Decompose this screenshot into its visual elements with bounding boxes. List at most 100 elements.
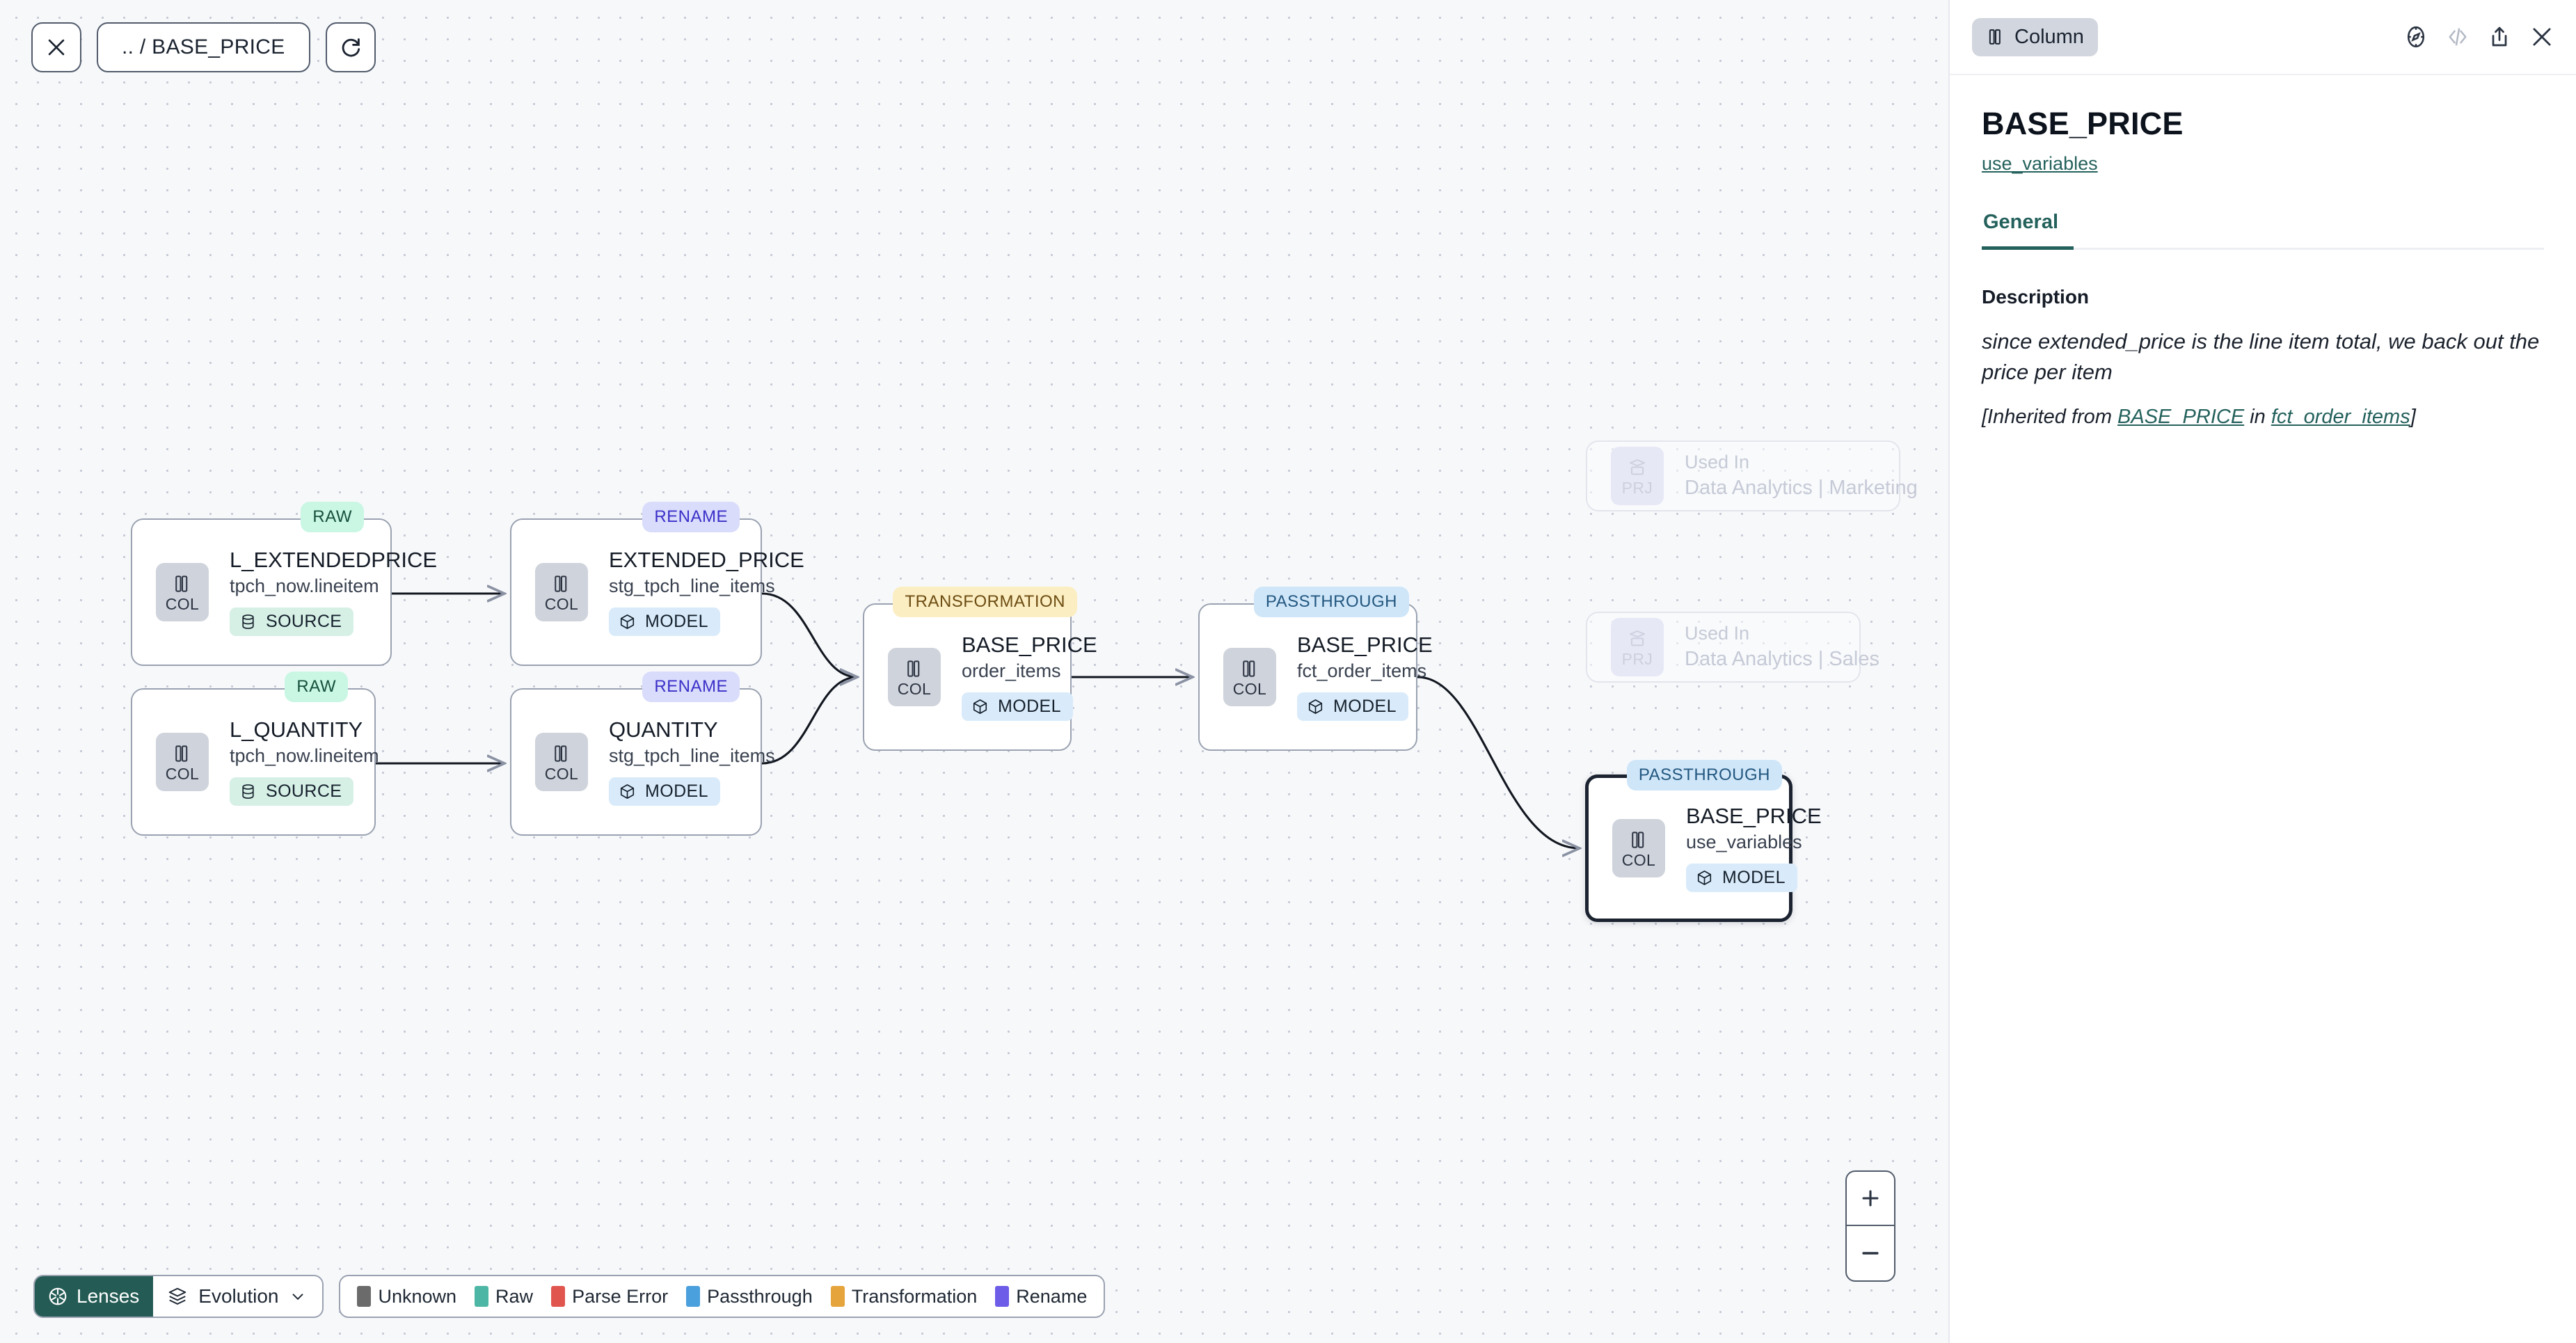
explore-button[interactable] xyxy=(2403,24,2428,49)
legend-item-raw[interactable]: Raw xyxy=(475,1286,533,1308)
node-kind-chip: COL xyxy=(156,563,209,621)
description-label: Description xyxy=(1982,286,2090,308)
column-icon xyxy=(555,575,567,592)
node-used-in-value: Data Analytics | Marketing xyxy=(1685,476,1918,499)
node-materialization-badge: MODEL xyxy=(1686,863,1797,892)
node-title: L_QUANTITY xyxy=(230,717,363,742)
details-panel: Column xyxy=(1948,0,2576,1343)
inherited-prefix: [Inherited from xyxy=(1982,406,2118,429)
node-kind-chip: COL xyxy=(1612,819,1665,877)
node-materialization-badge: MODEL xyxy=(962,692,1073,721)
legend-label: Passthrough xyxy=(707,1285,813,1307)
column-icon xyxy=(1243,660,1255,677)
view-code-button[interactable] xyxy=(2445,24,2470,49)
database-icon xyxy=(242,614,254,629)
cube-icon xyxy=(1308,699,1323,714)
node-kind-label: COL xyxy=(165,764,200,783)
node-status-tag: RENAME xyxy=(642,502,740,532)
status-legend: Unknown Raw Parse Error Passthrough Transfor… xyxy=(339,1275,1106,1318)
cube-icon xyxy=(620,784,635,799)
lenses-button[interactable]: Lenses xyxy=(35,1276,154,1317)
node-kind-chip: COL xyxy=(535,563,588,621)
inherited-column-link[interactable]: BASE_PRICE xyxy=(2117,406,2245,429)
bottom-bar: Lenses Evolution Unknown Raw Parse Error Pa… xyxy=(33,1275,1106,1318)
edge-fctorderitems-usevariables xyxy=(1417,676,1580,848)
cube-icon xyxy=(620,614,635,629)
node-materialization-badge: SOURCE xyxy=(230,607,354,636)
evolution-label: Evolution xyxy=(198,1285,279,1307)
description-text: since extended_price is the line item to… xyxy=(1982,329,2540,385)
inherited-model-link[interactable]: fct_order_items xyxy=(2271,406,2410,429)
refresh-icon xyxy=(342,38,360,57)
node-materialization-badge: MODEL xyxy=(609,777,720,806)
entity-type-chip[interactable]: Column xyxy=(1972,17,2098,56)
legend-item-parse-error[interactable]: Parse Error xyxy=(551,1286,668,1308)
node-status-tag: PASSTHROUGH xyxy=(1253,587,1409,617)
cube-icon xyxy=(973,699,987,714)
node-title: L_EXTENDEDPRICE xyxy=(230,548,438,573)
node-materialization-label: MODEL xyxy=(1722,867,1786,887)
panel-body: BASE_PRICE use_variables General Descrip… xyxy=(1950,75,2576,429)
legend-item-transformation[interactable]: Transformation xyxy=(830,1286,977,1308)
node-kind-label: COL xyxy=(1232,679,1267,698)
inherited-suffix: ] xyxy=(2410,406,2416,429)
parent-model-link[interactable]: use_variables xyxy=(1982,153,2098,174)
breadcrumb-button[interactable]: .. / BASE_PRICE xyxy=(97,22,310,72)
node-subtitle: tpch_now.lineitem xyxy=(230,575,379,597)
zoom-in-button[interactable] xyxy=(1847,1172,1894,1226)
legend-item-passthrough[interactable]: Passthrough xyxy=(686,1286,813,1308)
node-kind-label: COL xyxy=(165,594,200,613)
node-used-in-label: Used In xyxy=(1685,623,1750,644)
entity-type-label: Column xyxy=(2014,25,2084,48)
legend-item-unknown[interactable]: Unknown xyxy=(357,1286,456,1308)
node-kind-label: COL xyxy=(544,764,579,783)
legend-item-rename[interactable]: Rename xyxy=(995,1286,1087,1308)
compass-icon xyxy=(2407,26,2425,48)
plus-icon xyxy=(1862,1190,1879,1207)
node-materialization-label: MODEL xyxy=(998,696,1061,716)
share-icon xyxy=(2492,26,2507,47)
node-kind-label: PRJ xyxy=(1621,478,1653,497)
node-materialization-badge: SOURCE xyxy=(230,777,354,806)
node-kind-label: COL xyxy=(1621,850,1656,869)
legend-label: Parse Error xyxy=(572,1285,669,1307)
close-graph-button[interactable] xyxy=(31,22,81,72)
code-icon xyxy=(2449,28,2467,46)
legend-swatch xyxy=(830,1286,845,1307)
node-title: BASE_PRICE xyxy=(1297,633,1433,658)
node-kind-label: COL xyxy=(897,679,932,698)
zoom-out-button[interactable] xyxy=(1847,1226,1894,1280)
aperture-icon xyxy=(49,1287,67,1305)
node-materialization-label: MODEL xyxy=(645,611,708,631)
cube-icon xyxy=(1697,870,1712,885)
close-panel-button[interactable] xyxy=(2529,24,2555,50)
tab-general[interactable]: General xyxy=(1982,211,2074,250)
share-button[interactable] xyxy=(2487,24,2512,49)
column-icon xyxy=(175,575,188,592)
refresh-button[interactable] xyxy=(325,22,376,72)
legend-label: Raw xyxy=(495,1285,534,1307)
inherited-middle: in xyxy=(2244,406,2271,429)
node-subtitle: stg_tpch_line_items xyxy=(609,745,775,767)
evolution-dropdown[interactable]: Evolution xyxy=(153,1276,322,1317)
